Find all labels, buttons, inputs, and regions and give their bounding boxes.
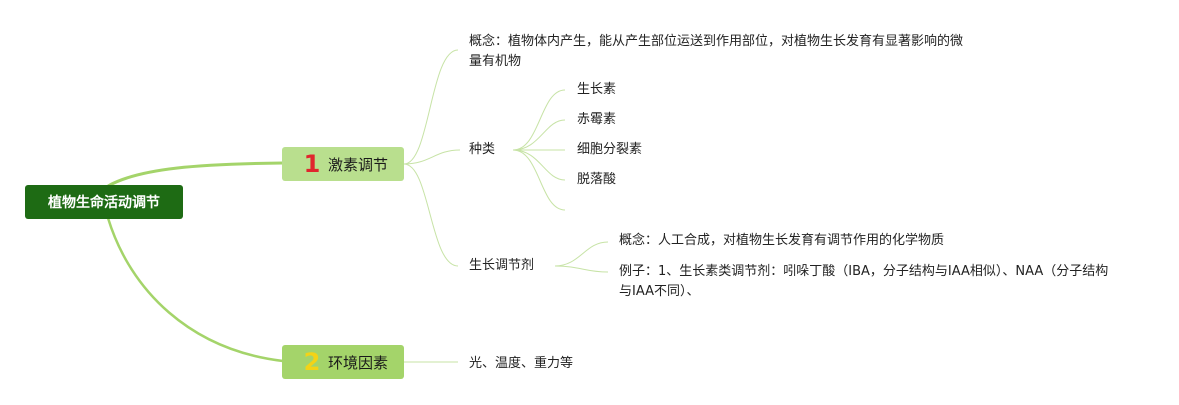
- node-regulator[interactable]: 生长调节剂: [469, 258, 535, 273]
- link-types-item2: [512, 119, 566, 151]
- branch-node-hormone[interactable]: 1 激素调节: [282, 147, 404, 181]
- node-regulator-concept[interactable]: 概念：人工合成，对植物生长发育有调节作用的化学物质: [619, 233, 945, 248]
- node-regulator-example[interactable]: 例子：1、生长素类调节剂：吲哚丁酸（IBA，分子结构与IAA相似）、NAA（分子…: [619, 264, 1109, 299]
- node-environment-text[interactable]: 光、温度、重力等: [469, 356, 574, 371]
- link-types-item1: [512, 89, 566, 151]
- link-root-branch2: [106, 217, 284, 363]
- branch-label: 激素调节: [328, 155, 389, 174]
- node-type-item[interactable]: 生长素: [577, 82, 617, 97]
- root-label: 植物生命活动调节: [48, 195, 160, 211]
- number-1-icon: 1: [303, 150, 321, 178]
- branch-node-environment[interactable]: 2 环境因素: [282, 345, 404, 379]
- branch-label: 环境因素: [328, 353, 389, 372]
- link-regulator-concept: [554, 241, 609, 267]
- link-branch1-types: [403, 149, 461, 165]
- number-2-icon: 2: [303, 348, 321, 376]
- node-types[interactable]: 种类: [469, 142, 496, 157]
- root-node[interactable]: 植物生命活动调节: [25, 185, 183, 219]
- node-type-item[interactable]: 赤霉素: [577, 112, 617, 127]
- node-type-item[interactable]: 细胞分裂素: [577, 142, 643, 157]
- link-branch1-concept: [403, 49, 459, 165]
- node-type-item[interactable]: 脱落酸: [577, 172, 617, 187]
- link-regulator-example: [554, 265, 609, 273]
- link-types-item4: [512, 149, 566, 181]
- node-hormone-concept[interactable]: 概念：植物体内产生，能从产生部位运送到作用部位，对植物生长发育有显著影响的微量有…: [469, 34, 964, 69]
- link-types-empty: [512, 149, 566, 211]
- link-branch1-regulator: [403, 163, 459, 267]
- link-root-branch1: [107, 161, 284, 188]
